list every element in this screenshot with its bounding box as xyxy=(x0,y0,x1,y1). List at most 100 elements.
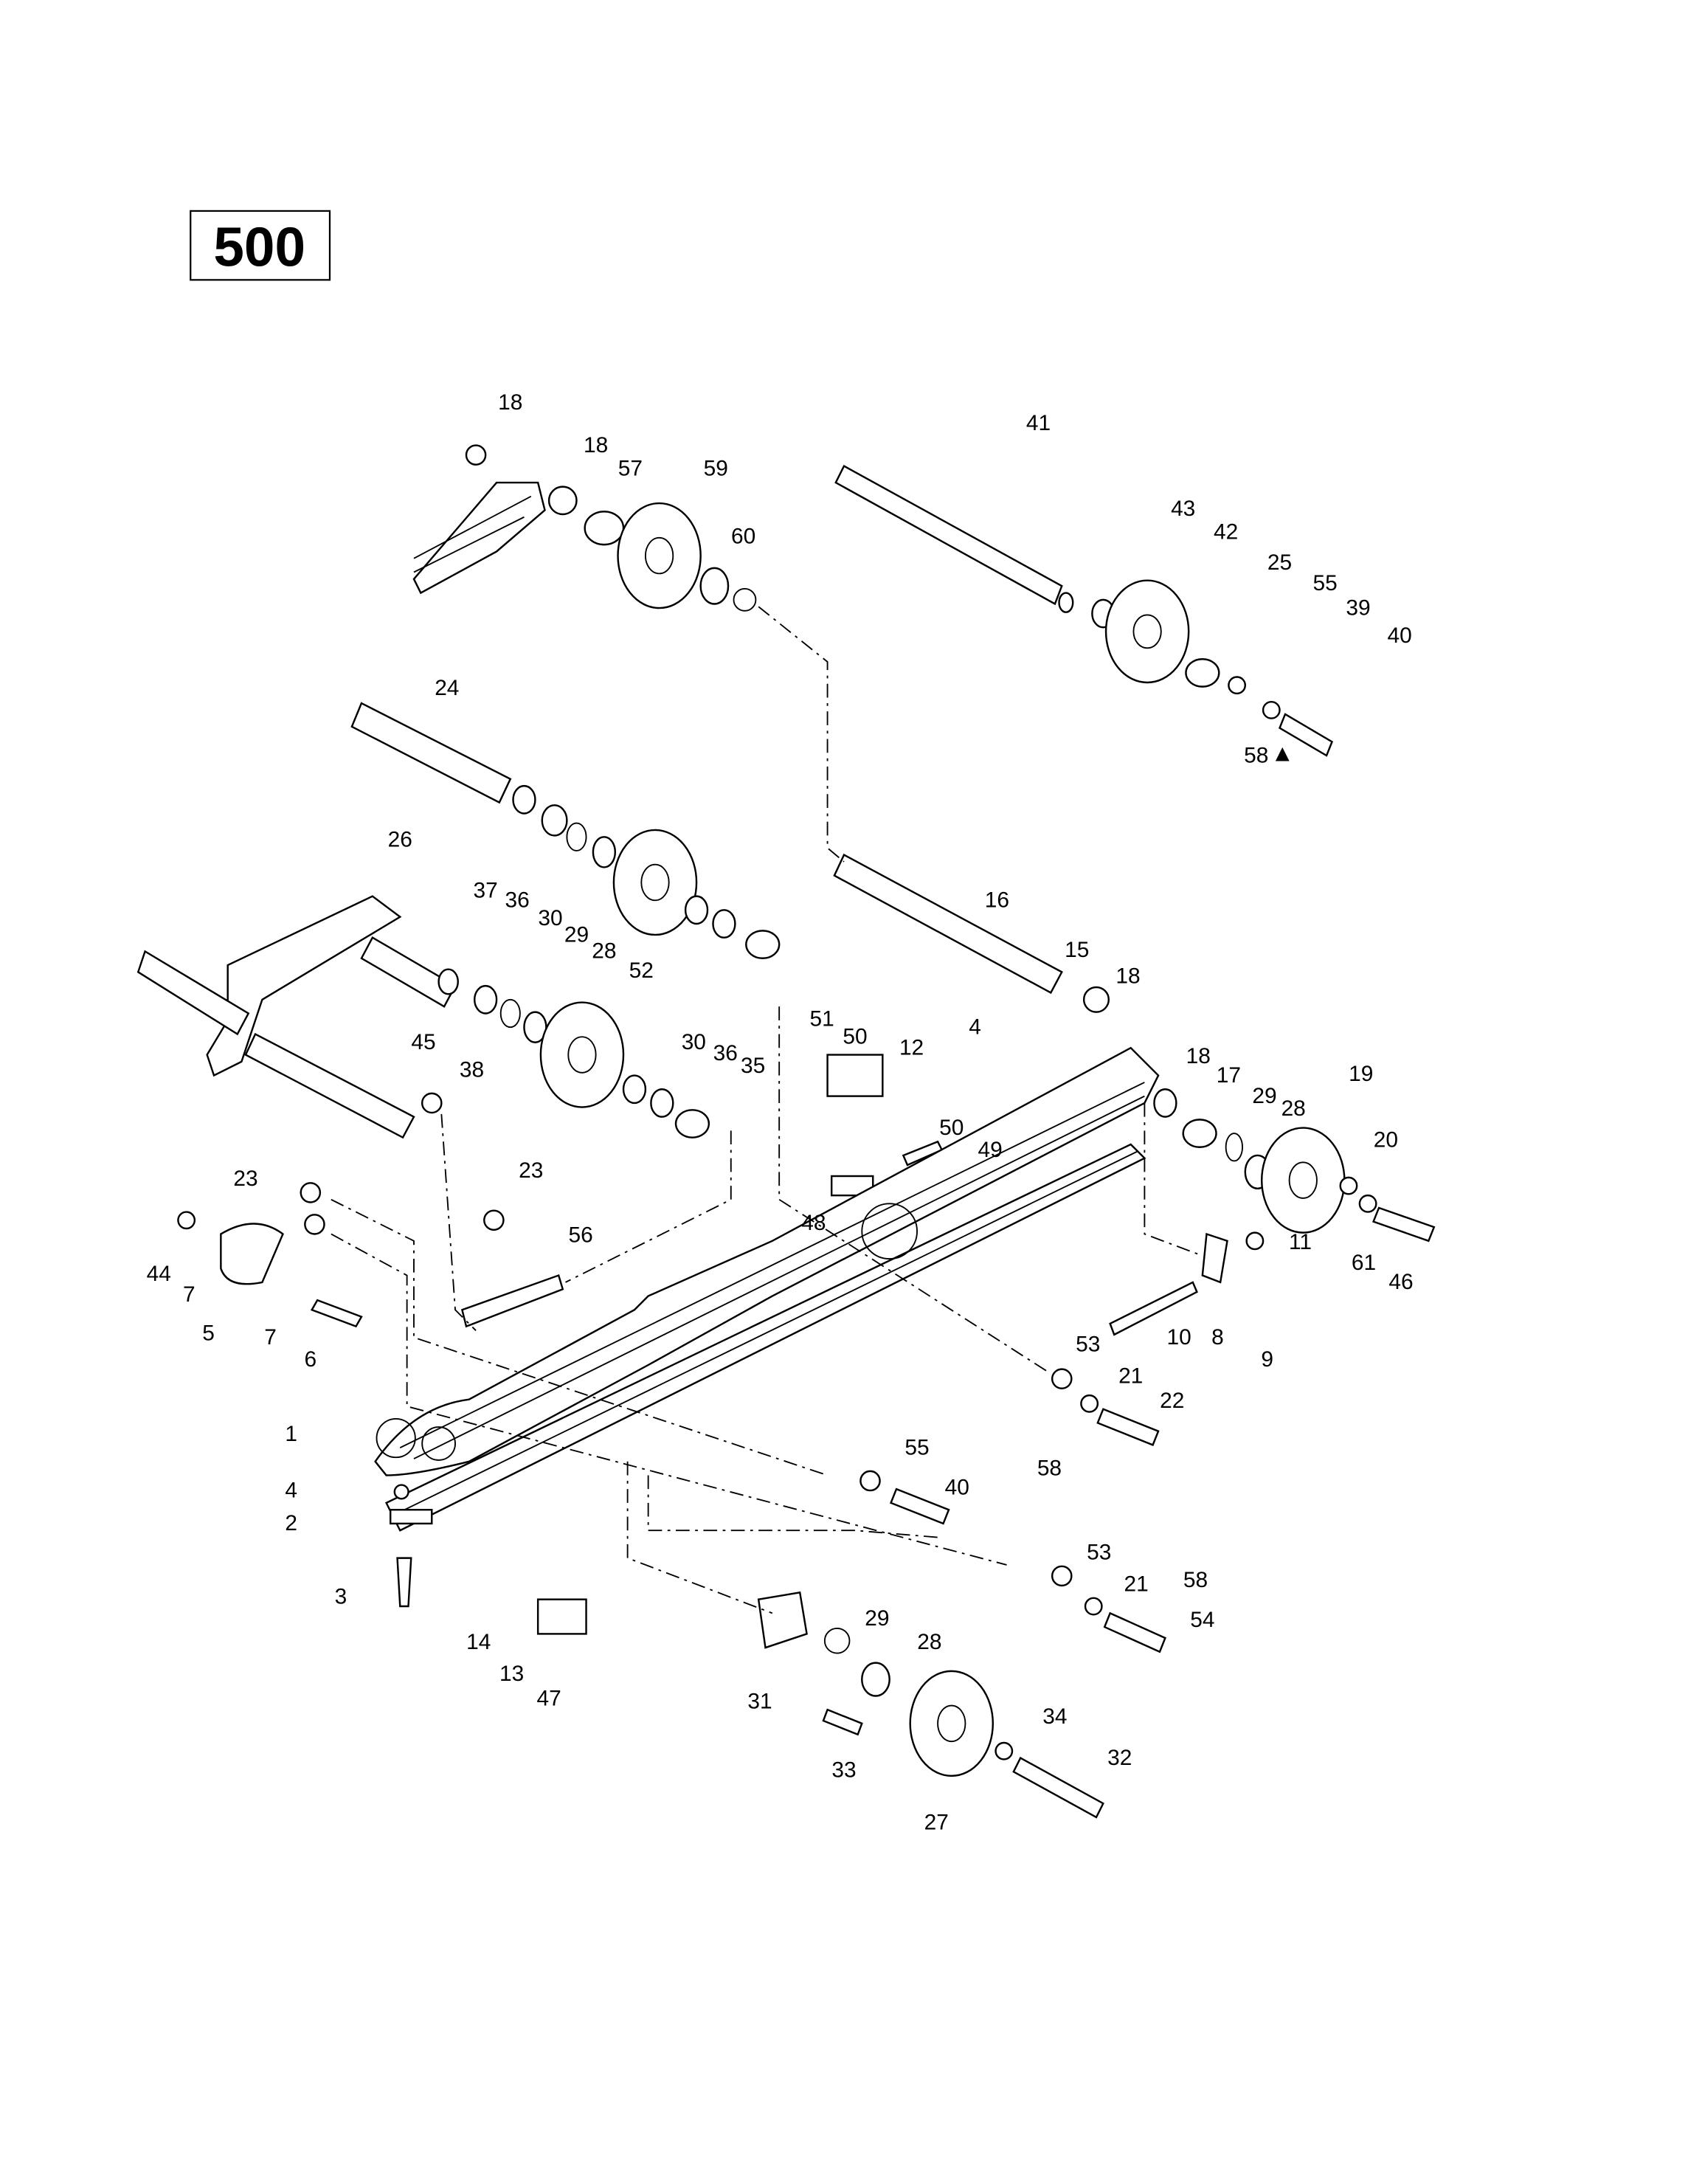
callout-9: 9 xyxy=(1261,1347,1273,1372)
callout-6: 6 xyxy=(305,1347,317,1372)
callout-58: 58 xyxy=(1183,1568,1208,1592)
callout-56: 56 xyxy=(568,1223,592,1248)
callout-5: 5 xyxy=(202,1321,215,1345)
callout-24: 24 xyxy=(435,676,459,700)
callout-13: 13 xyxy=(499,1662,524,1686)
callout-50: 50 xyxy=(843,1025,867,1049)
drawing xyxy=(136,444,1436,1819)
callout-23: 23 xyxy=(233,1167,257,1191)
callout-28: 28 xyxy=(592,939,616,964)
callout-11: 11 xyxy=(1289,1230,1312,1254)
callout-1: 1 xyxy=(285,1422,297,1446)
callout-28: 28 xyxy=(917,1630,941,1654)
callout-28: 28 xyxy=(1281,1096,1306,1121)
callout-8: 8 xyxy=(1211,1325,1224,1350)
spacer xyxy=(1185,658,1220,688)
callout-29: 29 xyxy=(865,1606,889,1631)
idler-wheel xyxy=(1260,1127,1346,1234)
bearing xyxy=(699,567,730,605)
callout-14: 14 xyxy=(466,1630,491,1654)
callout-25: 25 xyxy=(1267,550,1292,575)
idler-wheel xyxy=(539,1001,625,1108)
diagram-title-box: 500 xyxy=(190,210,331,281)
callout-35: 35 xyxy=(741,1054,765,1078)
callout-18: 18 xyxy=(1115,964,1140,988)
callout-4: 4 xyxy=(969,1015,981,1040)
callout-26: 26 xyxy=(388,827,412,851)
runner xyxy=(384,1143,1146,1532)
callout-49: 49 xyxy=(978,1138,1002,1162)
callout-47: 47 xyxy=(536,1687,561,1711)
callout-55: 55 xyxy=(1313,571,1338,595)
idler-wheel xyxy=(612,829,698,936)
callout-10: 10 xyxy=(1166,1325,1191,1350)
callout-60: 60 xyxy=(731,524,755,548)
callout-45: 45 xyxy=(411,1030,435,1054)
callout-4: 4 xyxy=(285,1478,297,1502)
callout-54: 54 xyxy=(1190,1608,1214,1632)
callout-23: 23 xyxy=(519,1158,543,1183)
idler-wheel xyxy=(1104,579,1190,684)
callout-44: 44 xyxy=(147,1262,171,1286)
bolt xyxy=(1278,713,1334,757)
callout-53: 53 xyxy=(1087,1540,1111,1564)
callout-18: 18 xyxy=(584,433,608,457)
callout-42: 42 xyxy=(1214,520,1238,545)
callout-58: 58 xyxy=(1037,1456,1062,1480)
callout-59: 59 xyxy=(704,457,728,481)
callout-40: 40 xyxy=(945,1476,969,1500)
callout-40: 40 xyxy=(1387,623,1411,648)
callout-43: 43 xyxy=(1171,497,1195,521)
callout-27: 27 xyxy=(924,1811,949,1835)
callout-38: 38 xyxy=(460,1057,484,1082)
shaft xyxy=(834,464,1063,606)
callout-15: 15 xyxy=(1065,938,1089,962)
bracket xyxy=(757,1591,808,1649)
callout-46: 46 xyxy=(1388,1270,1413,1294)
plate xyxy=(460,1274,564,1328)
slide-rail xyxy=(374,1046,1160,1476)
callout-30: 30 xyxy=(538,906,562,930)
callout-48: 48 xyxy=(801,1211,826,1235)
callout-41: 41 xyxy=(1026,411,1051,435)
callout-7: 7 xyxy=(183,1282,196,1307)
callout-18: 18 xyxy=(1186,1044,1211,1068)
callout-18: 18 xyxy=(498,390,522,415)
callout-34: 34 xyxy=(1042,1704,1067,1729)
callout-20: 20 xyxy=(1374,1128,1398,1153)
callout-29: 29 xyxy=(1252,1084,1276,1108)
callout-31: 31 xyxy=(747,1689,772,1713)
pivot-arm xyxy=(206,895,402,1077)
callout-16: 16 xyxy=(985,888,1009,913)
stopper-block xyxy=(536,1598,587,1635)
bracket xyxy=(1201,1232,1228,1284)
idler-wheel xyxy=(909,1670,995,1777)
idler-wheel xyxy=(617,502,702,609)
callout-53: 53 xyxy=(1076,1332,1100,1356)
callout-36: 36 xyxy=(713,1041,738,1065)
callout-7: 7 xyxy=(264,1325,277,1350)
shaft xyxy=(350,702,512,804)
callout-37: 37 xyxy=(474,879,498,903)
callout-52: 52 xyxy=(629,958,654,983)
callout-21: 21 xyxy=(1118,1364,1143,1388)
callout-12: 12 xyxy=(899,1036,924,1060)
stopper-block xyxy=(826,1054,884,1097)
callout-21: 21 xyxy=(1124,1572,1149,1596)
callout-51: 51 xyxy=(809,1006,834,1031)
callout-2: 2 xyxy=(285,1511,297,1535)
callout-19: 19 xyxy=(1349,1062,1373,1086)
callout-22: 22 xyxy=(1160,1389,1184,1413)
upper-rail-fragment xyxy=(412,481,546,595)
washer xyxy=(465,444,487,466)
diagram-title: 500 xyxy=(213,216,305,278)
callout-33: 33 xyxy=(831,1758,856,1783)
callout-57: 57 xyxy=(618,457,643,481)
callout-39: 39 xyxy=(1346,595,1370,620)
callout-50: 50 xyxy=(939,1116,964,1140)
shaft xyxy=(833,853,1063,995)
spacer xyxy=(584,511,625,546)
stopper xyxy=(220,1223,284,1285)
